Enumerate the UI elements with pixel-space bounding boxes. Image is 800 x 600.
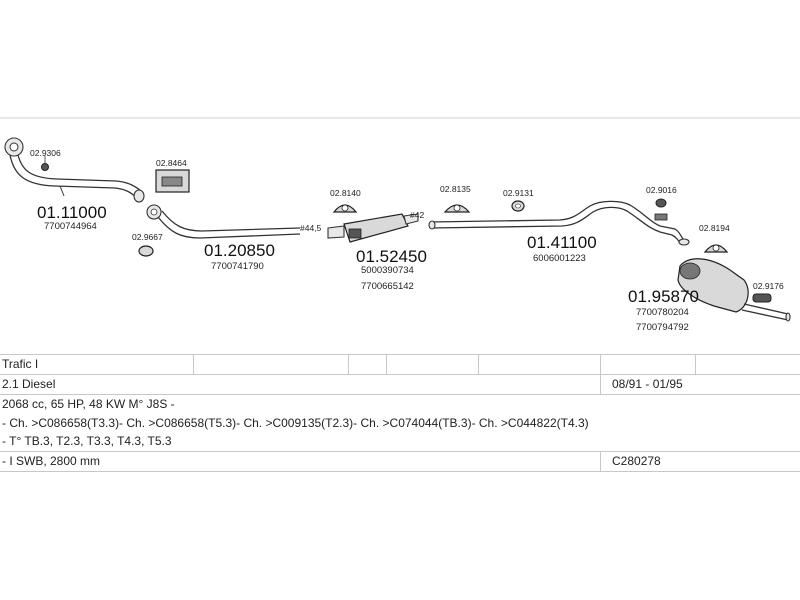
ring-icon bbox=[655, 198, 667, 208]
part-number-01-11000: 01.11000 bbox=[37, 203, 107, 222]
oem-number: 7700741790 bbox=[211, 261, 264, 272]
clip-02-9176[interactable]: 02.9176 bbox=[752, 281, 784, 303]
clip-02-9016[interactable]: 02.9016 bbox=[646, 185, 677, 208]
clip-02-8464[interactable]: 02.8464 bbox=[155, 158, 190, 193]
pipe-diameter-label: #44,5 bbox=[300, 223, 322, 233]
oem-number: 7700794792 bbox=[636, 322, 689, 333]
model-cell: Trafic I bbox=[2, 357, 39, 371]
clip-02-8140[interactable]: 02.8140 bbox=[330, 188, 361, 213]
clip-label: 02.9176 bbox=[753, 281, 784, 291]
ring-icon bbox=[138, 245, 154, 257]
exhaust-system-diagram: 01.11000 7700744964 02.9306 02.8464 01.2… bbox=[0, 117, 800, 333]
table-row-model: Trafic I bbox=[0, 354, 800, 375]
pipe-diameter-label: #42 bbox=[410, 210, 424, 220]
clip-label: 02.8135 bbox=[440, 184, 471, 194]
chassis-cell: - Ch. >C086658(T3.3)- Ch. >C086658(T5.3)… bbox=[2, 416, 589, 430]
middle-silencer-part[interactable]: #42 01.52450 5000390734 7700665142 bbox=[327, 210, 427, 292]
code-cell: C280278 bbox=[612, 454, 661, 468]
types-cell: - T° TB.3, T2.3, T3.3, T4.3, T5.3 bbox=[2, 434, 172, 448]
clip-02-9667[interactable]: 02.9667 bbox=[132, 232, 163, 257]
rear-silencer-part[interactable]: 01.95870 7700780204 7700794792 bbox=[628, 258, 791, 333]
clip-02-8194[interactable]: 02.8194 bbox=[699, 223, 730, 253]
oem-number: 7700665142 bbox=[361, 281, 414, 292]
wheelbase-cell: - I SWB, 2800 mm bbox=[2, 454, 101, 468]
oem-number: 5000390734 bbox=[361, 265, 414, 276]
part-number-01-52450: 01.52450 bbox=[356, 247, 427, 266]
clip-label: 02.9667 bbox=[132, 232, 163, 242]
part-number-01-95870: 01.95870 bbox=[628, 287, 699, 306]
part-number-01-20850: 01.20850 bbox=[204, 241, 275, 260]
years-cell: 08/91 - 01/95 bbox=[612, 377, 683, 391]
front-pipe-part[interactable]: 01.11000 7700744964 bbox=[4, 137, 145, 232]
oem-number: 7700780204 bbox=[636, 307, 689, 318]
clip-02-8135[interactable]: 02.8135 bbox=[440, 184, 471, 213]
clip-label: 02.8140 bbox=[330, 188, 361, 198]
table-row-chassis: - Ch. >C086658(T3.3)- Ch. >C086658(T5.3)… bbox=[0, 414, 800, 432]
clip-02-9131[interactable]: 02.9131 bbox=[503, 188, 534, 212]
clip-label: 02.9131 bbox=[503, 188, 534, 198]
clip-label: 02.8194 bbox=[699, 223, 730, 233]
part-number-01-41100: 01.41100 bbox=[527, 233, 597, 252]
oem-number: 6006001223 bbox=[533, 253, 586, 264]
table-row-wheelbase: - I SWB, 2800 mm C280278 bbox=[0, 452, 800, 472]
rear-pipe-part[interactable]: 01.41100 6006001223 bbox=[428, 200, 690, 264]
specs-cell: 2068 cc, 65 HP, 48 KW M° J8S - bbox=[2, 397, 175, 411]
clamp-icon bbox=[41, 163, 49, 171]
table-row-specs: 2068 cc, 65 HP, 48 KW M° J8S - bbox=[0, 395, 800, 414]
clip-label: 02.8464 bbox=[156, 158, 187, 168]
table-row-engine: 2.1 Diesel 08/91 - 01/95 bbox=[0, 375, 800, 395]
engine-cell: 2.1 Diesel bbox=[2, 377, 56, 391]
clip-label: 02.9306 bbox=[30, 148, 61, 158]
clip-label: 02.9016 bbox=[646, 185, 677, 195]
clip-02-9306[interactable]: 02.9306 bbox=[30, 148, 61, 171]
intermediate-pipe-part[interactable]: 01.20850 7700741790 #44,5 bbox=[146, 204, 322, 272]
vehicle-info-table: Trafic I 2.1 Diesel 08/91 - 01/95 2068 c… bbox=[0, 354, 800, 472]
oem-number: 7700744964 bbox=[44, 221, 97, 232]
table-row-types: - T° TB.3, T2.3, T3.3, T4.3, T5.3 bbox=[0, 432, 800, 452]
clamp-icon bbox=[752, 293, 772, 303]
